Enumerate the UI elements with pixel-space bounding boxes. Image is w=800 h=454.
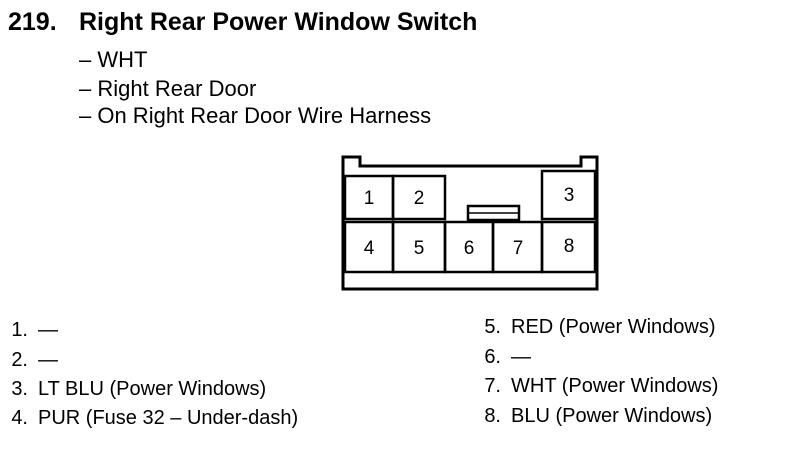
connector-outline — [341, 155, 599, 291]
pin-number: 3. — [11, 378, 28, 400]
pin-description: — — [511, 346, 531, 368]
pin-description: PUR (Fuse 32 – Under-dash) — [38, 407, 299, 429]
cavity-label-7: 7 — [513, 238, 524, 259]
cavity-label-6: 6 — [464, 238, 475, 259]
detail-harness: – On Right Rear Door Wire Harness — [79, 103, 432, 128]
component-title: Right Rear Power Window Switch — [79, 8, 478, 36]
pin-description: BLU (Power Windows) — [511, 405, 713, 427]
pin-item: 4. PUR (Fuse 32 – Under-dash) — [0, 407, 298, 430]
pin-number: 5. — [484, 316, 501, 338]
pin-number: 8. — [484, 405, 501, 427]
cavity-label-5: 5 — [414, 238, 425, 259]
pin-item: 3. LT BLU (Power Windows) — [0, 378, 266, 401]
pin-number: 4. — [11, 407, 28, 429]
cavity-3 — [540, 169, 597, 221]
pin-description: — — [38, 319, 58, 341]
pin-number: 6. — [484, 346, 501, 368]
pin-item: 5. RED (Power Windows) — [473, 316, 715, 339]
pin-item: 1. — — [0, 319, 58, 342]
pin-item: 8. BLU (Power Windows) — [473, 405, 712, 428]
pin-item: 6. — — [473, 346, 531, 369]
cavity-label-4: 4 — [364, 238, 375, 259]
pin-number: 2. — [11, 349, 28, 371]
pin-item: 7. WHT (Power Windows) — [473, 375, 718, 398]
cavity-2 — [391, 174, 447, 221]
pin-description: WHT (Power Windows) — [511, 375, 719, 397]
cavity-label-1: 1 — [364, 188, 375, 209]
cavity-label-2: 2 — [414, 188, 425, 209]
detail-location: – Right Rear Door — [79, 76, 257, 101]
cavity-8 — [540, 220, 597, 274]
pin-description: — — [38, 349, 58, 371]
detail-color: – WHT — [79, 47, 148, 72]
component-number: 219. — [8, 8, 57, 36]
cavity-label-8: 8 — [564, 236, 575, 257]
pin-description: LT BLU (Power Windows) — [38, 378, 267, 400]
cavity-label-3: 3 — [564, 185, 575, 206]
pin-description: RED (Power Windows) — [511, 316, 716, 338]
pin-number: 1. — [11, 319, 28, 341]
pin-item: 2. — — [0, 349, 58, 372]
pin-number: 7. — [484, 375, 501, 397]
